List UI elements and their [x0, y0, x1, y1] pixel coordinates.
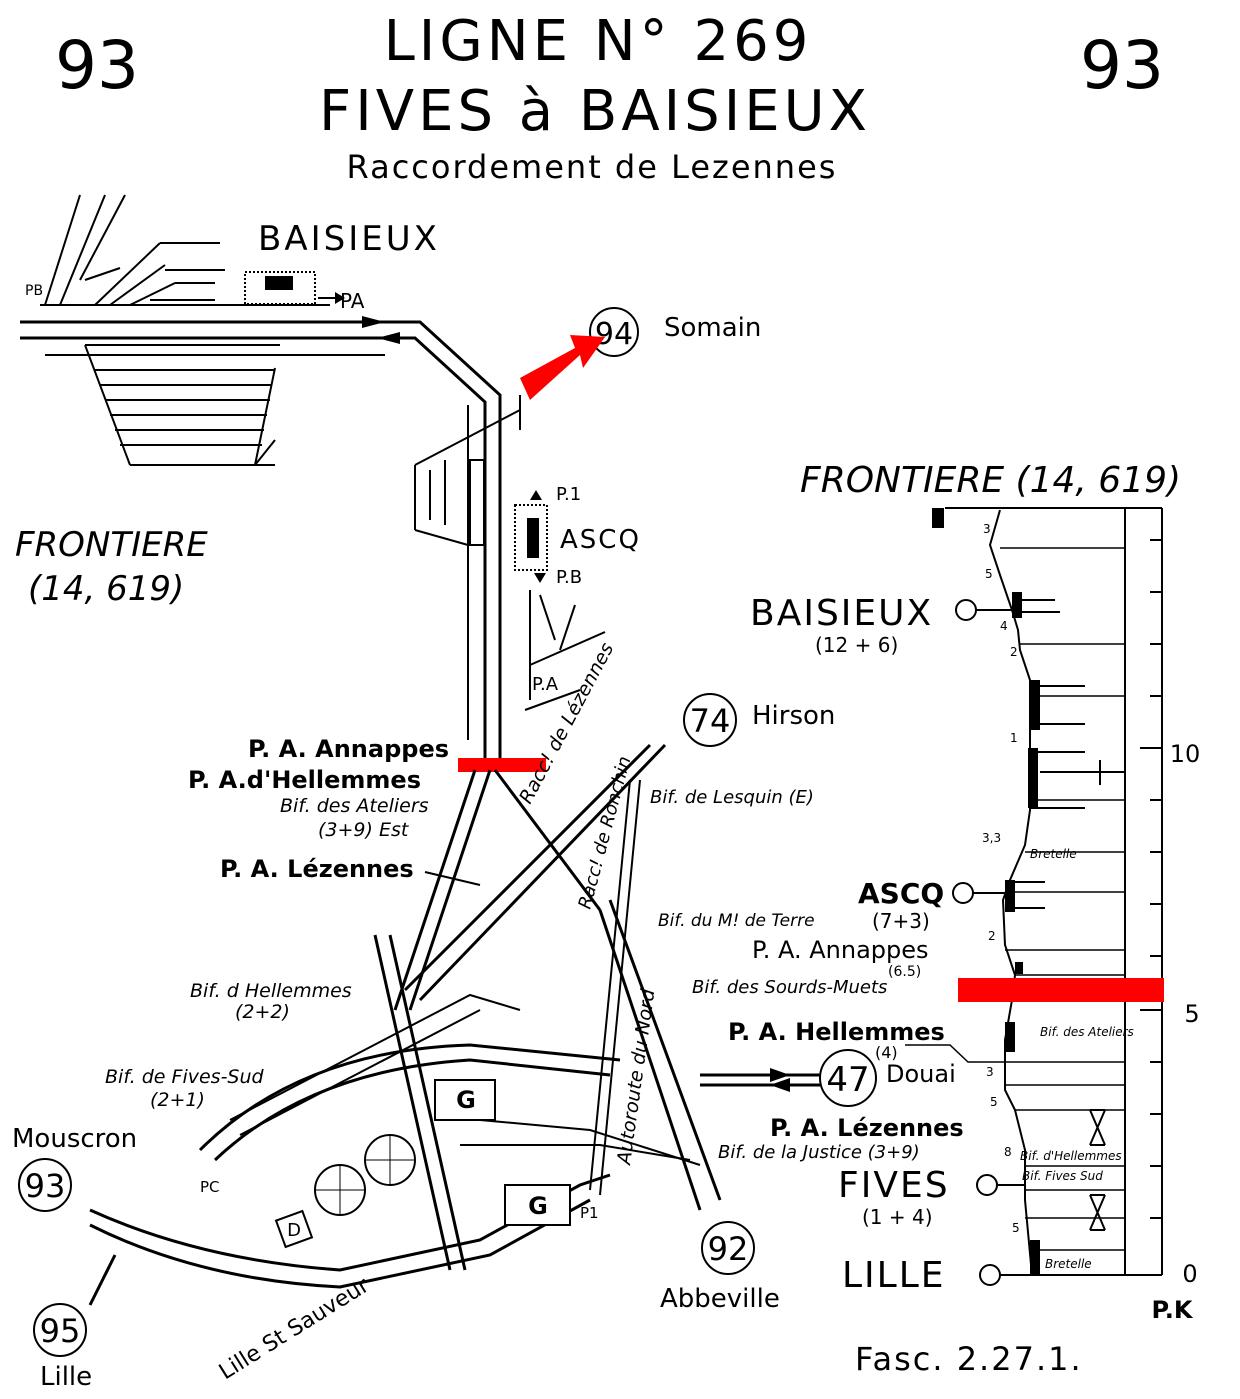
bif-fives-sud-label: Bif. de Fives-Sud: [105, 1066, 265, 1088]
gradient: 3,3: [982, 831, 1001, 845]
connection-name: Mouscron: [12, 1124, 137, 1154]
profile-station-annappes: P. A. Annappes: [752, 936, 929, 964]
frontier-pk: (14, 619): [28, 569, 184, 609]
connection-lille[interactable]: 95 Lille: [34, 1255, 115, 1392]
connection-number: 74: [690, 702, 731, 740]
connection-hirson[interactable]: 74 Hirson: [684, 694, 835, 746]
pc-label: PC: [200, 1178, 220, 1196]
connection-name: Lille: [40, 1362, 92, 1392]
red-direction-arrow: [520, 335, 605, 400]
pa-hellemmes-label: P. A.d'Hellemmes: [188, 766, 421, 794]
gradient: 2: [988, 929, 996, 943]
gradient: 5: [1012, 1221, 1020, 1235]
gradient: 5: [990, 1095, 998, 1109]
profile-bif-hellemmes: Bif. d'Hellemmes: [1020, 1149, 1122, 1163]
connection-name: Hirson: [752, 701, 835, 731]
bretelle-lower: Bretelle: [1045, 1257, 1092, 1271]
depot-g2: G: [528, 1192, 548, 1220]
profile-bif-fives-sud: Bif. Fives Sud: [1022, 1169, 1103, 1183]
connection-name: Abbeville: [660, 1284, 780, 1314]
baisieux-yard: BAISIEUX PA PB: [20, 195, 440, 465]
connection-name: Somain: [664, 313, 761, 343]
bif-lesquin-label: Bif. de Lesquin (E): [650, 787, 814, 808]
profile-station-ascq: ASCQ: [858, 877, 944, 910]
scale-tick-10: 10: [1170, 740, 1201, 768]
profile-station-fives: FIVES: [838, 1165, 950, 1206]
bif-justice-label: Bif. de la Justice (3+9): [718, 1142, 920, 1163]
page-number-left: 93: [55, 27, 139, 104]
autoroute-nord-label: Autoroute du Nord: [613, 987, 660, 1168]
profile-station-hellemmes-pk: (4): [875, 1043, 898, 1062]
connection-number: 95: [40, 1312, 81, 1350]
profile-station-annappes-pk: (6.5): [888, 964, 921, 980]
ascq-pa: P.A: [532, 674, 559, 695]
scale-tick-5: 5: [1184, 1000, 1199, 1028]
profile-station-lille: LILLE: [842, 1255, 946, 1296]
ascq-pb: P.B: [556, 567, 582, 588]
profile-station-baisieux: BAISIEUX: [750, 593, 933, 634]
connection-name: Douai: [886, 1060, 956, 1088]
connection-number: 94: [595, 317, 633, 352]
bif-hellemmes-label: Bif. d Hellemmes: [190, 980, 352, 1002]
profile-station-baisieux-pk: (12 + 6): [815, 633, 898, 657]
connection-abbeville[interactable]: 92 Abbeville: [660, 1222, 780, 1314]
baisieux-pb: PB: [25, 283, 43, 299]
bif-fives-sud-pk: (2+1): [150, 1089, 205, 1111]
scale-tick-0: 0: [1182, 1260, 1197, 1288]
ascq-label: ASCQ: [560, 525, 641, 555]
connection-somain[interactable]: 94 Somain: [590, 308, 761, 356]
profile-station-fives-pk: (1 + 4): [862, 1205, 933, 1229]
bif-ateliers-label: Bif. des Ateliers: [280, 795, 429, 817]
lille-st-sauveur-label: Lille St Sauveur: [215, 1272, 375, 1385]
gradient: 5: [985, 567, 993, 581]
bif-hellemmes-pk: (2+2): [235, 1001, 290, 1023]
bretelle-upper: Bretelle: [1030, 847, 1077, 861]
bif-mont-terre-label: Bif. du M! de Terre: [658, 911, 815, 931]
bif-ateliers-pk: (3+9) Est: [318, 819, 410, 841]
depot-g1: G: [456, 1086, 476, 1114]
gradient: 3: [986, 1065, 994, 1079]
gradient: 4: [1000, 619, 1008, 633]
title-line2: FIVES à BAISIEUX: [319, 79, 871, 144]
line-profile: FRONTIERE (14, 619) 10 5 0 P.K: [728, 460, 1200, 1324]
connection-number: 47: [826, 1060, 869, 1100]
profile-station-hellemmes: P. A. Hellemmes: [728, 1018, 945, 1046]
baisieux-pa: PA: [340, 289, 365, 313]
pa-annappes-label: P. A. Annappes: [248, 735, 449, 763]
profile-bif-ateliers: Bif. des Ateliers: [1040, 1025, 1134, 1039]
connection-mouscron[interactable]: Mouscron 93: [12, 1124, 137, 1211]
subtitle: Raccordement de Lezennes: [347, 148, 838, 186]
fascicule-ref: Fasc. 2.27.1.: [855, 1340, 1083, 1378]
gradient: 3: [983, 522, 991, 536]
ascq-station: P.1 ASCQ P.B P.A: [515, 484, 641, 710]
page-number-right: 93: [1080, 27, 1164, 104]
profile-station-ascq-pk: (7+3): [872, 909, 930, 933]
baisieux-label: BAISIEUX: [258, 219, 440, 259]
lille-network: G G D PC P1: [90, 745, 820, 1287]
main-line: [330, 322, 520, 760]
title-line1: LIGNE N° 269: [384, 9, 813, 74]
profile-frontier-label: FRONTIERE (14, 619): [800, 460, 1181, 501]
connection-number: 93: [25, 1167, 66, 1205]
gradient: 1: [1010, 731, 1018, 745]
depot-d: D: [287, 1220, 301, 1241]
gradient: 2: [1010, 645, 1018, 659]
bif-sourds-muets-label: Bif. des Sourds-Muets: [692, 977, 887, 998]
profile-station-lezennes: P. A. Lézennes: [770, 1114, 964, 1142]
frontier-label: FRONTIERE: [15, 525, 208, 565]
connection-number: 92: [708, 1230, 749, 1268]
scale-ticks: [1140, 540, 1162, 1218]
scale-unit: P.K: [1152, 1296, 1194, 1324]
ascq-p1: P.1: [556, 484, 581, 505]
red-highlight-profile: [958, 978, 1164, 1002]
gradient: 8: [1004, 1145, 1012, 1159]
p1-bottom-label: P1: [580, 1204, 599, 1222]
pa-lezennes-label: P. A. Lézennes: [220, 855, 414, 883]
